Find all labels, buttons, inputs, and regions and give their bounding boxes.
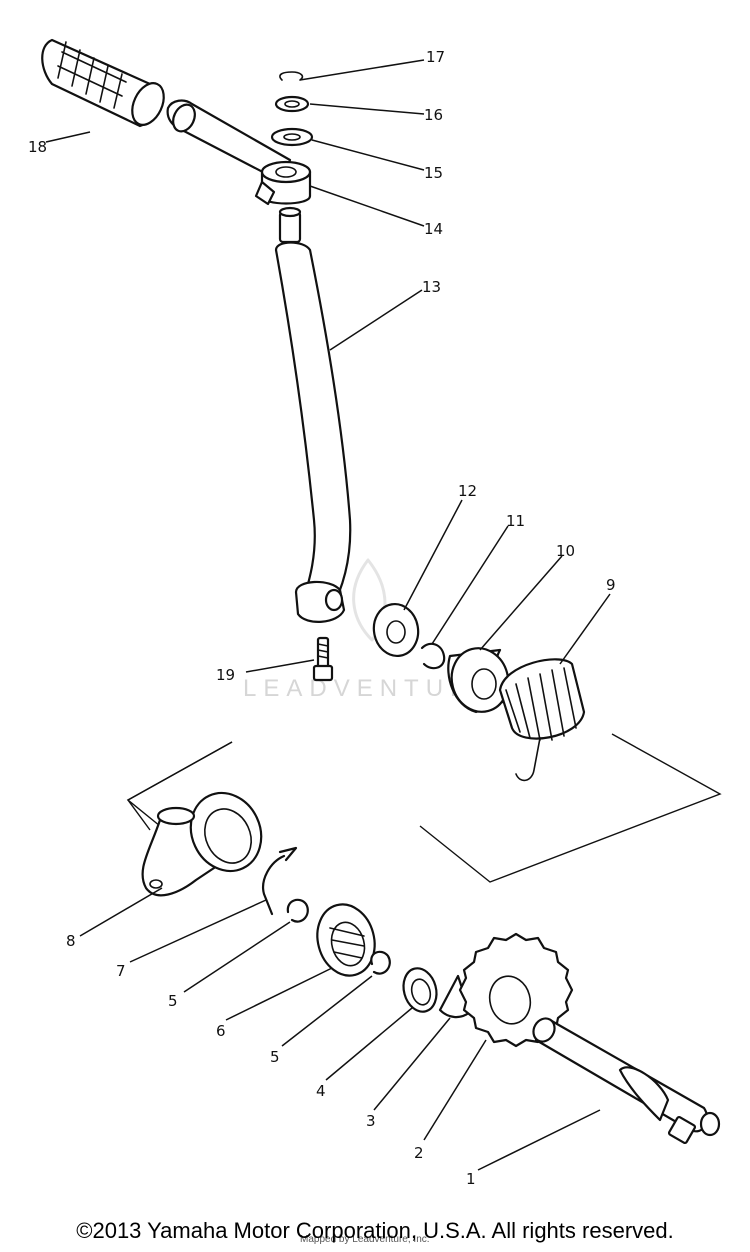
part-bearing	[372, 603, 420, 657]
callout-5-upper: 5	[168, 992, 178, 1010]
part-kick-axle	[532, 1017, 721, 1145]
part-housing	[141, 791, 263, 897]
callout-2: 2	[414, 1144, 424, 1162]
part-clip-spring	[262, 846, 298, 916]
part-kick-grip	[41, 38, 165, 128]
leader-lines	[45, 59, 611, 1171]
callout-3: 3	[366, 1112, 376, 1130]
callout-11: 11	[506, 512, 525, 530]
callout-15: 15	[424, 164, 443, 182]
part-kick-boss	[254, 160, 312, 206]
callout-labels: 1 2 3 4 5 5 6 7 8 9 10 11 12 13 14 15 16…	[28, 48, 616, 1188]
part-ratchet-wheel	[316, 903, 376, 977]
callout-16: 16	[424, 106, 443, 124]
part-circlip-11	[420, 642, 446, 670]
part-circlip	[279, 71, 304, 81]
callout-17: 17	[426, 48, 445, 66]
callout-4: 4	[316, 1082, 326, 1100]
watermark-small-text: Mapped by Leadventure, Inc.	[300, 1234, 430, 1245]
part-kick-crank-arm	[166, 99, 292, 184]
callout-7: 7	[116, 962, 126, 980]
callout-14: 14	[424, 220, 443, 238]
callout-12: 12	[458, 482, 477, 500]
part-spring-washer	[274, 95, 310, 113]
callout-13: 13	[422, 278, 441, 296]
callout-10: 10	[556, 542, 575, 560]
callout-5-lower: 5	[270, 1048, 280, 1066]
part-bolt	[312, 636, 334, 682]
part-return-spring	[498, 658, 586, 782]
part-washer	[270, 127, 314, 147]
callout-1: 1	[466, 1170, 476, 1188]
copyright-notice: ©2013 Yamaha Motor Corporation, U.S.A. A…	[76, 1218, 674, 1243]
callout-8: 8	[66, 932, 76, 950]
callout-18: 18	[28, 138, 47, 156]
callout-6: 6	[216, 1022, 226, 1040]
reference-outline-lower	[126, 733, 722, 883]
part-circlip-5b	[370, 950, 391, 975]
part-spring-guide	[447, 647, 510, 714]
part-circlip-5a	[286, 898, 309, 923]
part-thrust-washer	[402, 967, 438, 1013]
part-kick-crank	[274, 206, 352, 623]
callout-19: 19	[216, 666, 235, 684]
callout-9: 9	[606, 576, 616, 594]
